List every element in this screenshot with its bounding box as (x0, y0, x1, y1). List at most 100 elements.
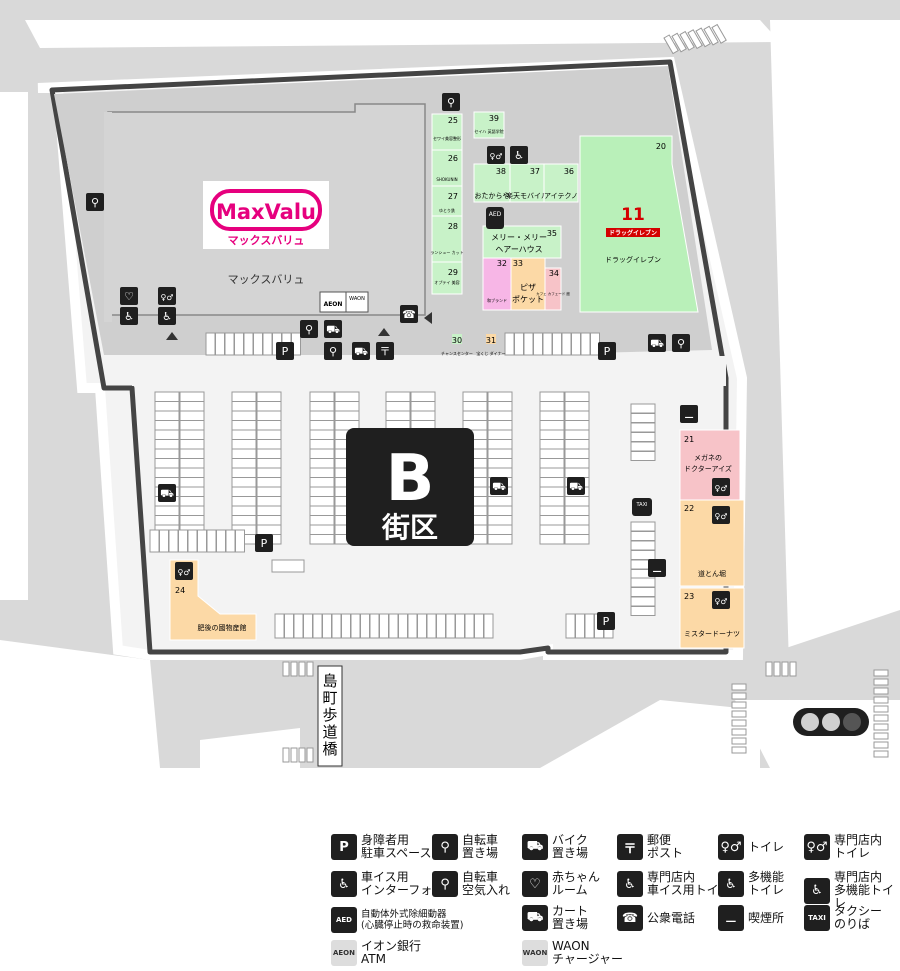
crosswalk-stripe (873, 669, 889, 677)
parking-stall (539, 448, 565, 459)
parking-stall (256, 515, 282, 526)
crosswalk-stripe (765, 661, 773, 677)
parking-stall (539, 534, 565, 545)
unit-35-name-1: メリー・メリー (491, 233, 547, 242)
crosswalk-stripe (873, 696, 889, 704)
parking-stall (350, 613, 361, 639)
parking-stall (369, 613, 380, 639)
crosswalk-stripe (873, 732, 889, 740)
parking-stall (309, 458, 335, 469)
unit-31-number: 31 (486, 336, 496, 345)
svg-text:☎: ☎ (402, 308, 416, 321)
parking-stall (564, 467, 590, 478)
svg-text:⚲: ⚲ (305, 323, 313, 336)
parking-stall (462, 401, 488, 412)
crosswalk-stripe (663, 34, 679, 55)
taxi-icon: TAXI (804, 905, 830, 931)
parking-stall (309, 401, 335, 412)
payphone-icon: ☎ (400, 305, 418, 323)
crosswalk-stripe (695, 27, 711, 48)
parking-stall (564, 429, 590, 440)
legend-item: ♡赤ちゃん ルーム (522, 871, 600, 897)
unit-29-name: オプテイ 美容 (434, 279, 459, 285)
unit-27: 27 ゆとり鉄 (432, 192, 462, 217)
crosswalk-stripe (679, 30, 695, 51)
parking-stall (187, 529, 198, 553)
aeon-atm-icon: AEON (331, 940, 357, 966)
unit-33-number: 33 (513, 259, 523, 268)
parking-stall (564, 496, 590, 507)
crosswalk-stripe (873, 714, 889, 722)
crosswalk-stripe (731, 737, 747, 745)
district-label: 街区 (381, 511, 438, 544)
parking-stall (630, 432, 656, 442)
parking-stall (179, 420, 205, 431)
unit-28-number: 28 (448, 222, 458, 231)
unit-21-name-2: ドクターアイズ (684, 464, 732, 473)
unit-38-number: 38 (496, 167, 506, 176)
parking-stall (231, 486, 257, 497)
parking-stall (154, 391, 180, 402)
crosswalk-stripe (298, 747, 306, 763)
parking-stall (464, 613, 475, 639)
svg-text:⚊: ⚊ (684, 408, 694, 421)
parking-stall (630, 531, 656, 541)
crosswalk-stripe (781, 661, 789, 677)
parking-stall (630, 451, 656, 461)
parking-stall (154, 448, 180, 459)
svg-text:⛟: ⛟ (326, 323, 340, 336)
tenant-block-right: 21 メガネの ドクターアイズ 22 道とん堀 23 ミスタードーナツ (679, 429, 745, 649)
parking-stall (179, 410, 205, 421)
parking-stall (539, 477, 565, 488)
parking-stall (231, 458, 257, 469)
parking-stall (564, 391, 590, 402)
parking-stall (385, 410, 411, 421)
parking-stall (539, 524, 565, 535)
parking-stall (179, 439, 205, 450)
parking-stall (149, 529, 160, 553)
parking-stall (231, 420, 257, 431)
parking-stall (309, 410, 335, 421)
parking-stall (284, 613, 294, 639)
unit-24-number: 24 (175, 586, 185, 595)
parking-stall (197, 529, 207, 553)
parking-stall (564, 534, 590, 545)
parking-stall (580, 332, 591, 356)
unit-39-name: セイハ 英語学院 (474, 128, 503, 134)
parking-stall (256, 496, 282, 507)
legend-label: 身障者用 駐車スペース (361, 833, 432, 860)
parking-stall (630, 596, 656, 607)
parking-stall (630, 413, 656, 423)
parking-stall (179, 505, 205, 516)
parking-stall (235, 529, 245, 553)
legend-item: ⚊喫煙所 (718, 905, 784, 931)
parking-stall (539, 420, 565, 431)
parking-stall (309, 439, 335, 450)
parking-stall (436, 613, 446, 639)
legend-label: トイレ (748, 839, 785, 854)
disabled-parking-icon: P (255, 534, 273, 552)
parking-stall (256, 439, 282, 450)
parking-stall (483, 613, 494, 639)
crosswalk-stripe (731, 710, 747, 718)
parking-stall (243, 332, 254, 356)
parking-stall (630, 587, 656, 597)
legend-item: ♀♂トイレ (718, 834, 784, 860)
restroom-icon: ♀♂ (487, 146, 505, 164)
parking-stall (159, 529, 169, 553)
crosswalk-stripe (731, 692, 747, 700)
parking-stall (360, 613, 370, 639)
parking-stall (303, 613, 313, 639)
atm-area: AEON WAON AED TAXI (319, 207, 652, 516)
parking-stall (179, 467, 205, 478)
parking-stall (253, 332, 263, 356)
parking-stall (154, 505, 180, 516)
parking-stall (474, 613, 484, 639)
parking-stall (487, 467, 513, 478)
svg-text:⚊: ⚊ (652, 562, 662, 575)
parking-stall (256, 505, 282, 516)
parking-stall (539, 401, 565, 412)
unit-26: 26 SHOKUNIN (432, 154, 462, 187)
